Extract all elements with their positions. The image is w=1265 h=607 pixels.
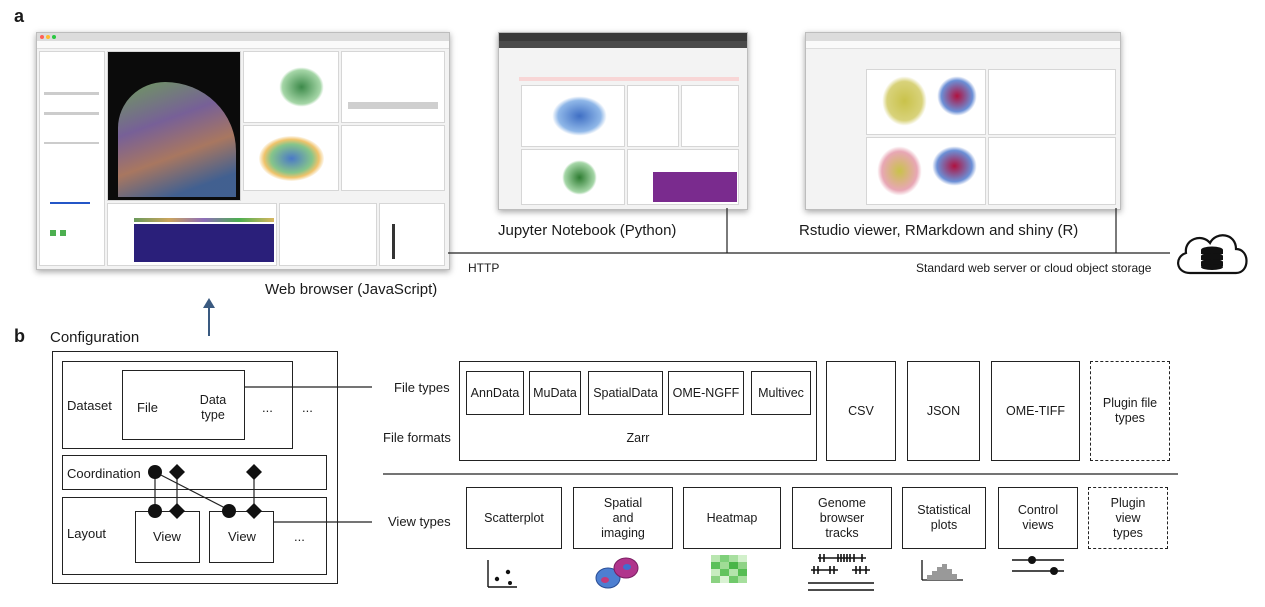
multivec-box: Multivec — [751, 371, 811, 415]
file-formats-label: File formats — [383, 430, 451, 445]
spatialdata-box: SpatialData — [588, 371, 663, 415]
data-type-label: Data type — [199, 393, 227, 422]
scatterplot-box: Scatterplot — [466, 487, 562, 549]
dataset-label: Dataset — [67, 398, 112, 413]
file-types-label: File types — [394, 380, 450, 395]
scatterplot-icon — [487, 560, 517, 588]
spatial-imaging-box: Spatial and imaging — [573, 487, 673, 549]
cloud-database-icon — [1177, 234, 1248, 275]
ome-tiff-box: OME-TIFF — [991, 361, 1080, 461]
rstudio-label: Rstudio viewer, RMarkdown and shiny (R) — [799, 222, 1079, 239]
view-box-1 — [135, 511, 200, 563]
file-label: File — [137, 400, 158, 415]
ellipsis-inner: ... — [262, 400, 273, 415]
configuration-label: Configuration — [50, 329, 140, 346]
heatmap-icon — [711, 555, 747, 583]
json-box: JSON — [907, 361, 980, 461]
file-box — [122, 370, 245, 440]
plugin-view-types-box: Plugin view types — [1088, 487, 1168, 549]
view-types-label: View types — [388, 514, 451, 529]
genome-tracks-icon — [808, 554, 874, 591]
spatial-cells-icon — [595, 557, 639, 589]
layout-ellipsis: ... — [294, 529, 305, 544]
csv-box: CSV — [826, 361, 896, 461]
layout-box — [62, 497, 327, 575]
view-label-2: View — [228, 529, 256, 544]
mudata-box: MuData — [529, 371, 581, 415]
anndata-box: AnnData — [466, 371, 524, 415]
coordination-box — [62, 455, 327, 490]
plugin-file-types-box: Plugin file types — [1090, 361, 1170, 461]
heatmap-box: Heatmap — [683, 487, 781, 549]
jupyter-screenshot — [498, 32, 748, 210]
http-label: HTTP — [468, 261, 500, 275]
histogram-icon — [921, 560, 963, 581]
rstudio-screenshot — [805, 32, 1121, 210]
layout-label: Layout — [67, 526, 107, 541]
view-box-2 — [209, 511, 274, 563]
slider-icon — [1012, 556, 1064, 575]
panel-a-letter: a — [14, 6, 25, 26]
zarr-label: Zarr — [626, 430, 650, 445]
browser-label: Web browser (JavaScript) — [265, 281, 438, 298]
ome-ngff-box: OME-NGFF — [668, 371, 744, 415]
web-browser-screenshot — [36, 32, 450, 270]
view-label-1: View — [153, 529, 181, 544]
ellipsis-outer: ... — [302, 400, 313, 415]
genome-browser-box: Genome browser tracks — [792, 487, 892, 549]
panel-b-letter: b — [14, 326, 25, 346]
jupyter-label: Jupyter Notebook (Python) — [498, 222, 677, 239]
server-label: Standard web server or cloud object stor… — [916, 261, 1152, 275]
coordination-label: Coordination — [67, 466, 141, 481]
control-views-box: Control views — [998, 487, 1078, 549]
statistical-plots-box: Statistical plots — [902, 487, 986, 549]
